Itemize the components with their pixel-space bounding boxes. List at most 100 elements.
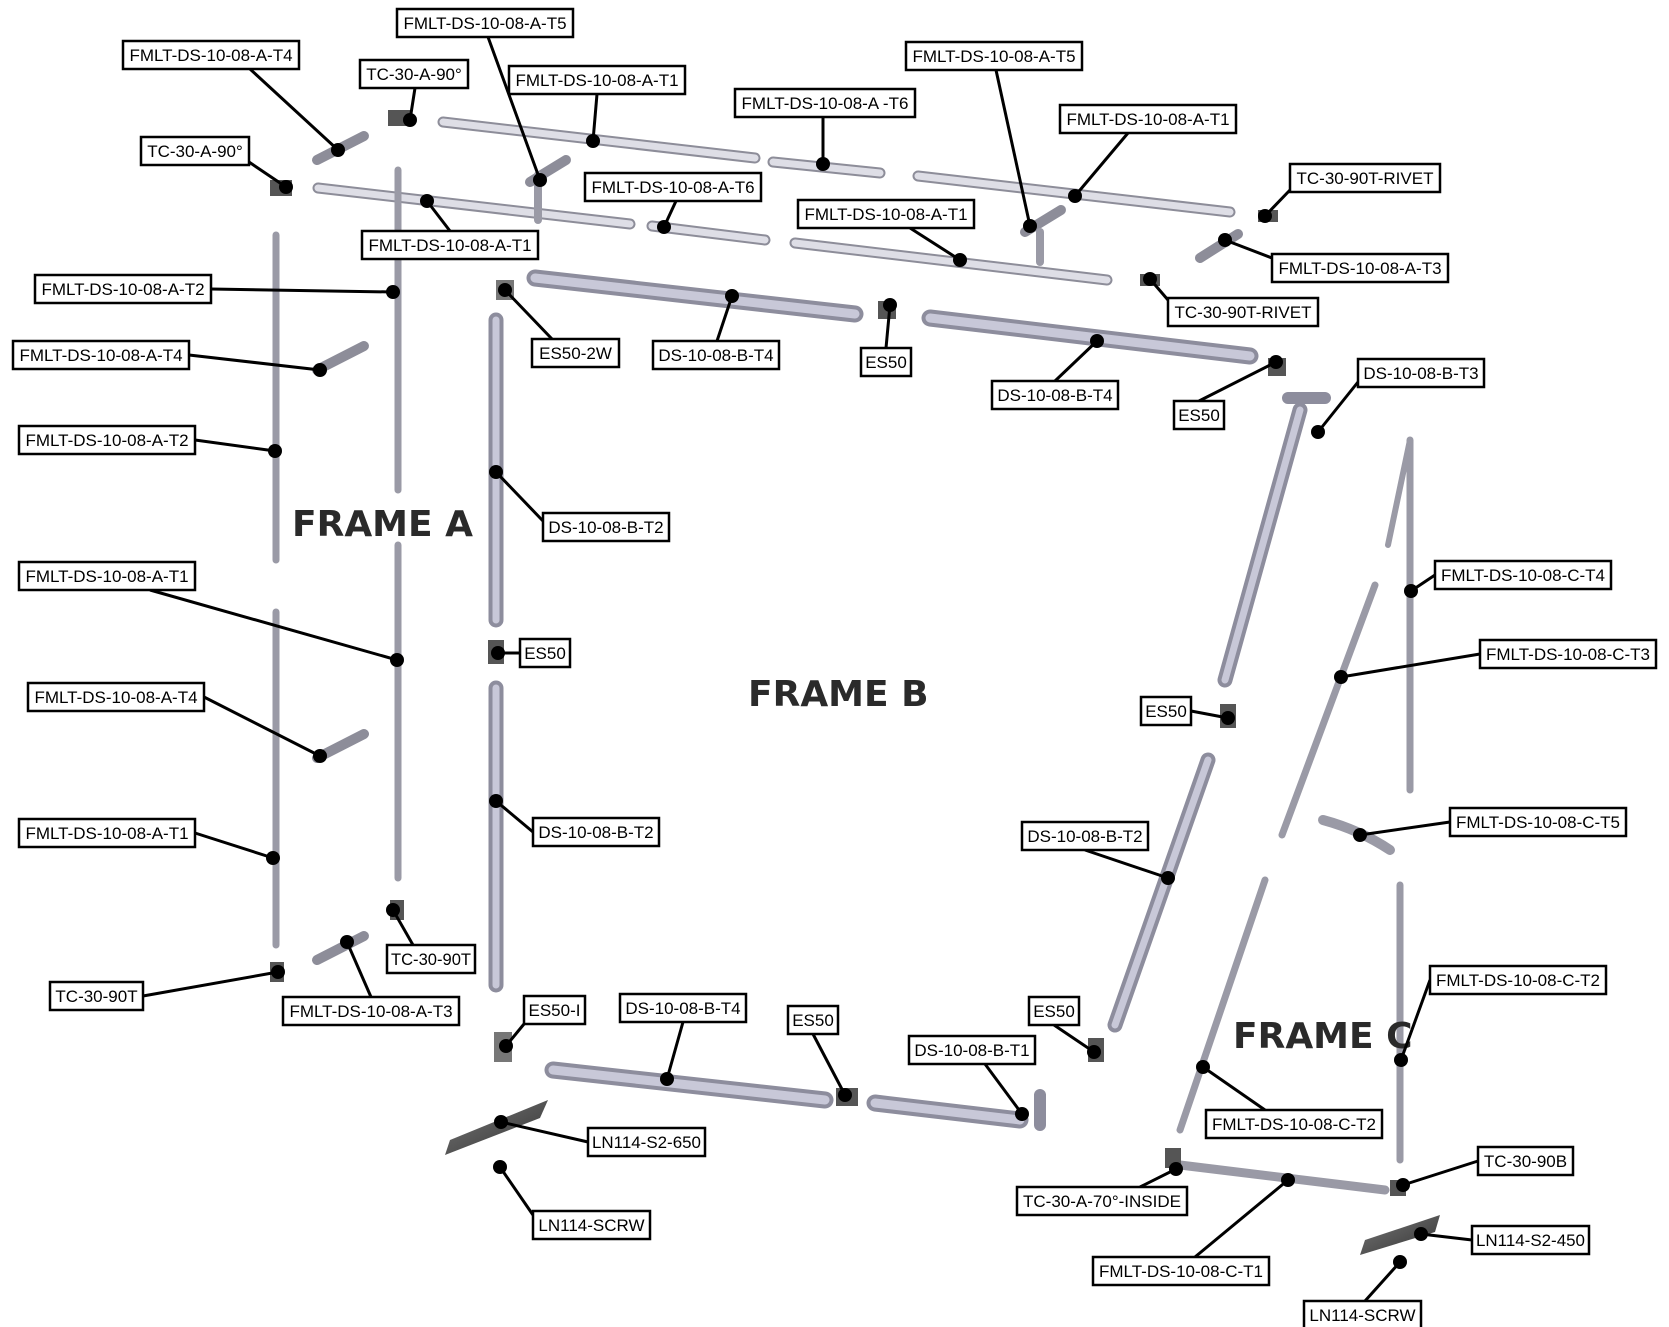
leader-dot	[1068, 189, 1082, 203]
leader-dot	[390, 653, 404, 667]
part-callout: DS-10-08-B-T2	[1020, 820, 1175, 885]
leader-line	[994, 69, 1032, 227]
leader-line	[142, 970, 279, 998]
part-label: FMLT-DS-10-08-C-T2	[1436, 971, 1600, 990]
leader-line	[1420, 1232, 1473, 1242]
part-label: TC-30-90T-RIVET	[1175, 303, 1312, 322]
part-label: FMLT-DS-10-08-C-T3	[1486, 645, 1650, 664]
leader-line	[715, 295, 734, 342]
part-callout: FMLT-DS-10-08-A -T6	[733, 87, 917, 171]
leader-line	[1198, 360, 1277, 403]
part-label: FMLT-DS-10-08-A-T1	[804, 205, 967, 224]
part-label-box	[583, 171, 763, 203]
part-label-box	[1302, 1299, 1423, 1327]
leader-dot	[1269, 355, 1283, 369]
part-label: TC-30-90T	[55, 987, 137, 1006]
part-label: FMLT-DS-10-08-A-T2	[41, 280, 204, 299]
leader-dot	[313, 363, 327, 377]
leader-line	[194, 831, 274, 860]
part-label-box	[531, 1209, 652, 1241]
part-label: FMLT-DS-10-08-A-T1	[515, 71, 678, 90]
part-callout: DS-10-08-B-T3	[1311, 357, 1486, 439]
part-callout: FMLT-DS-10-08-A-T4	[26, 681, 327, 763]
part-callout: FMLT-DS-10-08-C-T2	[1196, 1060, 1384, 1140]
part-callout: ES50	[1172, 355, 1283, 431]
part-label: FMLT-DS-10-08-A-T3	[289, 1002, 452, 1021]
part-label: ES50	[1033, 1002, 1075, 1021]
part-label: LN114-SCRW	[538, 1216, 644, 1235]
part-callout: TC-30-90T	[385, 903, 477, 975]
leader-dot	[657, 220, 671, 234]
part-callout: ES50	[859, 298, 913, 378]
leader-dot	[498, 283, 512, 297]
part-label: DS-10-08-B-T4	[658, 346, 773, 365]
part-label: TC-30-90T-RIVET	[1297, 169, 1434, 188]
leader-dot	[1023, 219, 1037, 233]
part-label-box	[618, 992, 748, 1024]
leader-dot	[1087, 1045, 1101, 1059]
part-callout: FMLT-DS-10-08-A-T6	[583, 171, 763, 234]
tube	[548, 1065, 830, 1105]
part-label: FMLT-DS-10-08-A -T6	[742, 94, 909, 113]
part-label: FMLT-DS-10-08-C-T5	[1456, 813, 1620, 832]
part-label-box	[1448, 806, 1628, 838]
leader-dot	[816, 157, 830, 171]
leader-dot	[1396, 1178, 1410, 1192]
leader-dot	[1353, 828, 1367, 842]
leader-dot	[1218, 233, 1232, 247]
leader-dot	[1394, 1053, 1408, 1067]
leader-line	[811, 1033, 847, 1096]
part-callout: DS-10-08-B-T4	[618, 992, 748, 1086]
base-plate	[445, 1100, 548, 1155]
part-callout: ES50	[1027, 995, 1101, 1059]
leader-dot	[386, 285, 400, 299]
part-label: DS-10-08-B-T1	[914, 1041, 1029, 1060]
part-label: FMLT-DS-10-08-A-T5	[403, 14, 566, 33]
part-callout: TC-30-A-70°-INSIDE	[1015, 1162, 1189, 1217]
part-label: FMLT-DS-10-08-A-T1	[1066, 110, 1229, 129]
leader-line	[345, 941, 373, 998]
part-callout: LN114-S2-450	[1414, 1224, 1591, 1256]
leader-dot	[331, 143, 345, 157]
part-label-box	[586, 1126, 707, 1158]
frame-b-parts	[445, 269, 1331, 1155]
part-label-box	[26, 681, 206, 713]
part-label: TC-30-A-70°-INSIDE	[1023, 1192, 1181, 1211]
part-label-box	[385, 943, 477, 975]
part-label: FMLT-DS-10-08-A-T4	[19, 346, 182, 365]
part-label-box	[1166, 296, 1320, 328]
part-label-box	[17, 424, 197, 456]
part-label-box	[1428, 964, 1608, 996]
leader-dot	[838, 1088, 852, 1102]
part-label: FMLT-DS-10-08-A-T3	[1278, 259, 1441, 278]
part-label-box	[281, 995, 461, 1027]
part-label: FMLT-DS-10-08-C-T4	[1441, 566, 1605, 585]
part-label: ES50-2W	[539, 344, 612, 363]
leader-dot	[386, 903, 400, 917]
part-callout: FMLT-DS-10-08-A-T1	[1058, 103, 1238, 203]
leader-dot	[1258, 209, 1272, 223]
leader-line	[1402, 1159, 1479, 1187]
part-callout: LN114-SCRW	[1302, 1255, 1423, 1327]
part-callout: TC-30-90T-RIVET	[1258, 162, 1442, 223]
leader-dot	[489, 794, 503, 808]
part-callout: FMLT-DS-10-08-C-T1	[1091, 1173, 1295, 1287]
part-label: DS-10-08-B-T3	[1363, 364, 1478, 383]
part-label-box	[907, 1034, 1037, 1066]
part-label-box	[507, 64, 687, 96]
tube	[1111, 756, 1212, 1029]
part-label-box	[33, 273, 213, 305]
leader-line	[909, 226, 961, 262]
part-callout: TC-30-90B	[1396, 1145, 1575, 1192]
part-label: LN114-S2-450	[1476, 1231, 1585, 1250]
part-callout: DS-10-08-B-T4	[990, 334, 1120, 411]
part-label: TC-30-90T	[391, 950, 471, 969]
leader-dot	[1281, 1173, 1295, 1187]
part-label-box	[11, 339, 191, 371]
part-callout: TC-30-A-90°	[358, 58, 470, 127]
part-callout: FMLT-DS-10-08-A-T4	[121, 39, 345, 157]
part-label-box	[530, 337, 621, 369]
part-label: DS-10-08-B-T2	[1027, 827, 1142, 846]
part-label-box	[531, 816, 661, 848]
part-label-box	[541, 511, 671, 543]
